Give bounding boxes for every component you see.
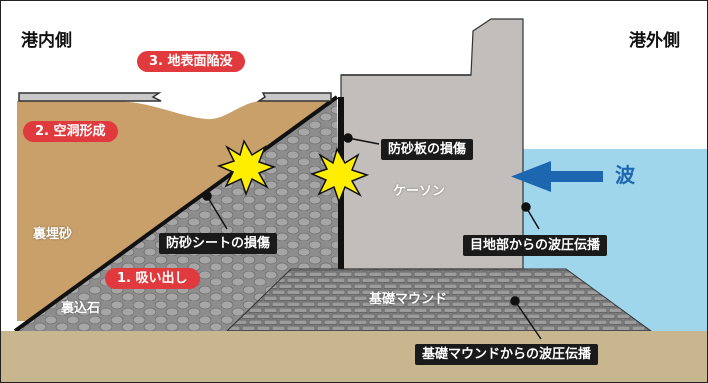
leader-dot-icon xyxy=(202,191,212,201)
seabed-ground xyxy=(1,331,707,382)
step-3-subsidence-tag: 3. 地表面陥没 xyxy=(137,51,245,72)
joint-pressure-callout: 目地部からの波圧伝播 xyxy=(463,235,608,256)
mound-pressure-callout: 基礎マウンドからの波圧伝播 xyxy=(415,344,599,365)
damage-burst-icon xyxy=(309,147,370,205)
wave-arrow-icon xyxy=(511,161,603,192)
sea-side-label: 港外側 xyxy=(629,31,680,51)
caisson-label: ケーソン xyxy=(393,184,446,199)
leader-dot-icon xyxy=(521,202,531,212)
step-1-suction-tag: 1. 吸い出し xyxy=(105,268,200,289)
ground-surface-left xyxy=(18,92,162,102)
ground-surface-right xyxy=(256,92,332,102)
foundation-mound-label: 基礎マウンド xyxy=(369,292,448,307)
sand-sheet-damage-callout: 防砂シートの損傷 xyxy=(159,233,278,254)
backfill-sand-label: 裏埋砂 xyxy=(33,227,73,242)
leader-dot-icon xyxy=(510,296,520,306)
leader-dot-icon xyxy=(343,133,353,143)
step-2-cavity-tag: 2. 空洞形成 xyxy=(23,121,118,142)
harbor-side-label: 港内側 xyxy=(21,31,72,51)
damage-burst-icon xyxy=(216,139,277,197)
sand-plate-damage-callout: 防砂板の損傷 xyxy=(381,139,474,160)
sand-prevention-sheet xyxy=(13,95,339,333)
backfill-stone-label: 裏込石 xyxy=(61,301,101,316)
leader-lines xyxy=(202,133,542,340)
wave-label: 波 xyxy=(615,163,635,187)
